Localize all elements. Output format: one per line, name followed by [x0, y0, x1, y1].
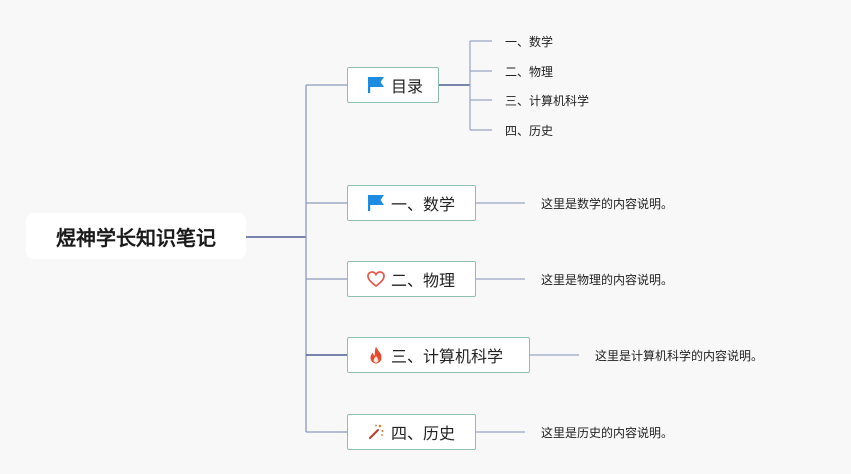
- topic-node-cs[interactable]: 三、计算机科学: [347, 337, 530, 373]
- toc-item[interactable]: 四、历史: [505, 124, 554, 138]
- blue-flag-icon: [365, 74, 387, 96]
- flame-icon: [365, 344, 387, 366]
- toc-item[interactable]: 三、计算机科学: [505, 94, 590, 108]
- magic-wand-icon: [365, 421, 387, 443]
- toc-item[interactable]: 二、物理: [505, 65, 554, 79]
- blue-flag-icon: [365, 192, 387, 214]
- topic-label: 四、历史: [391, 424, 456, 443]
- toc-label: 目录: [391, 77, 424, 96]
- toc-item[interactable]: 一、数学: [505, 35, 554, 49]
- root-title: 煜神学长知识笔记: [56, 225, 216, 250]
- topic-node-history[interactable]: 四、历史: [347, 414, 476, 450]
- topic-note: 这里是数学的内容说明。: [541, 197, 674, 211]
- topic-label: 二、物理: [391, 271, 456, 290]
- topic-label: 三、计算机科学: [391, 347, 504, 366]
- topic-note: 这里是历史的内容说明。: [541, 426, 674, 440]
- topic-note: 这里是计算机科学的内容说明。: [595, 349, 764, 363]
- root-topic[interactable]: 煜神学长知识笔记: [26, 213, 246, 259]
- toc-node[interactable]: 目录: [347, 67, 439, 103]
- topic-note: 这里是物理的内容说明。: [541, 273, 674, 287]
- topic-label: 一、数学: [391, 195, 456, 214]
- heart-outline-icon: [365, 268, 387, 290]
- topic-node-physics[interactable]: 二、物理: [347, 261, 476, 297]
- topic-node-math[interactable]: 一、数学: [347, 185, 476, 221]
